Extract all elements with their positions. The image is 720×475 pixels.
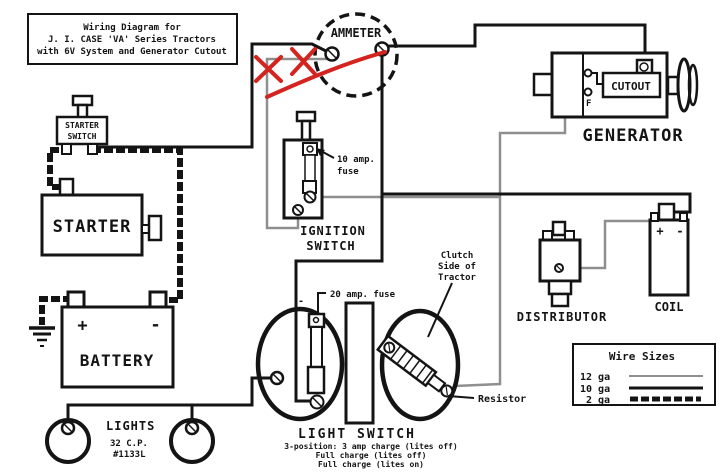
resistor-label: Resistor xyxy=(478,393,526,405)
resistor-callout: Resistor xyxy=(447,393,526,405)
wire-starter-switch-to-battery xyxy=(92,147,183,303)
light-switch-caption-3: Full charge (lites on) xyxy=(318,459,424,469)
title-box: Wiring Diagram for J. I. CASE 'VA' Serie… xyxy=(27,13,238,65)
generator-field-terminal xyxy=(583,87,593,97)
red-annotation-marks xyxy=(254,47,387,99)
cutout-label: CUTOUT xyxy=(611,80,651,93)
lights: LIGHTS 32 C.P. #1133L xyxy=(45,418,215,464)
clutch-label-2: Side of xyxy=(438,261,476,272)
light-switch-label: LIGHT SWITCH xyxy=(298,427,416,442)
red-x-mark-2 xyxy=(290,47,317,76)
ignition-switch-label-2: SWITCH xyxy=(306,239,355,253)
field-terminal-label: F xyxy=(586,99,591,109)
wire-battery-to-ground xyxy=(39,296,72,325)
coil: + - COIL xyxy=(648,202,690,314)
ignition-fuse-label-1: 10 amp. xyxy=(337,155,375,165)
coil-minus: - xyxy=(676,224,683,238)
light-switch-fuse-label: 20 amp. fuse xyxy=(330,290,396,300)
lights-candlepower: 32 C.P. xyxy=(110,439,148,449)
legend-gauge-2: 2 ga xyxy=(586,395,610,406)
battery-label: BATTERY xyxy=(80,351,154,370)
ignition-switch: 10 amp. fuse IGNITION SWITCH xyxy=(282,110,375,253)
lights-bulb-number: #1133L xyxy=(113,450,146,460)
clutch-label-1: Clutch xyxy=(441,251,474,261)
distributor-label: DISTRIBUTOR xyxy=(517,310,607,324)
wire-ammeter-to-ignition-switch xyxy=(265,57,330,230)
ground-symbol xyxy=(29,326,55,347)
battery-minus: - xyxy=(150,315,161,335)
starter: STARTER xyxy=(40,177,163,257)
generator-label: GENERATOR xyxy=(582,126,683,146)
ignition-fuse xyxy=(302,142,318,204)
light-switch-fuse-callout: - 20 amp. fuse xyxy=(298,290,396,313)
legend-gauge-12: 12 ga xyxy=(580,372,610,383)
wire-ammeter-to-light-switch-fuse xyxy=(294,55,384,403)
ammeter-label: AMMETER xyxy=(331,26,382,40)
light-switch-caption-2: Full charge (lites off) xyxy=(316,450,427,460)
wire-distributor-to-coil xyxy=(562,219,651,270)
ammeter-left-terminal xyxy=(324,46,340,62)
wire-sizes-legend: Wire Sizes 12 ga 10 ga 2 ga xyxy=(572,343,716,406)
distributor: DISTRIBUTOR xyxy=(517,220,607,324)
resistor xyxy=(376,334,454,398)
title-line-2: J. I. CASE 'VA' Series Tractors xyxy=(48,34,216,45)
ignition-fuse-label-2: fuse xyxy=(337,167,359,177)
legend-gauge-10: 10 ga xyxy=(580,384,610,395)
legend-title: Wire Sizes xyxy=(609,350,675,363)
title-line-3: with 6V System and Generator Cutout xyxy=(37,46,227,57)
ignition-fuse-callout: 10 amp. fuse xyxy=(316,148,375,177)
light-switch: - 20 amp. fuse Clutch Side of Tractor Re… xyxy=(255,251,526,469)
wire-ammeter-to-generator-cutout xyxy=(388,23,647,64)
red-x-mark-1 xyxy=(254,55,283,83)
wire-starter-switch-to-starter xyxy=(47,147,71,190)
lights-label: LIGHTS xyxy=(106,419,155,433)
red-strike-line xyxy=(265,50,387,99)
battery: + - BATTERY xyxy=(60,290,175,389)
light-switch-caption-1: 3-position: 3 amp charge (lites off) xyxy=(284,441,457,451)
coil-label: COIL xyxy=(655,300,684,314)
ammeter: AMMETER xyxy=(313,12,399,98)
light-switch-minus: - xyxy=(298,296,304,307)
battery-plus: + xyxy=(77,316,88,336)
generator: CUTOUT F GENERATOR xyxy=(532,51,699,146)
starter-switch: STARTER SWITCH xyxy=(55,94,109,155)
ignition-switch-label-1: IGNITION xyxy=(300,224,366,238)
light-switch-fuse xyxy=(306,312,326,410)
starter-switch-label-1: STARTER xyxy=(65,121,99,130)
clutch-label-3: Tractor xyxy=(438,273,477,283)
starter-switch-label-2: SWITCH xyxy=(68,132,97,141)
coil-plus: + xyxy=(656,224,663,238)
title-line-1: Wiring Diagram for xyxy=(83,22,181,33)
clutch-side-callout: Clutch Side of Tractor xyxy=(427,251,477,338)
starter-label: STARTER xyxy=(53,217,132,237)
